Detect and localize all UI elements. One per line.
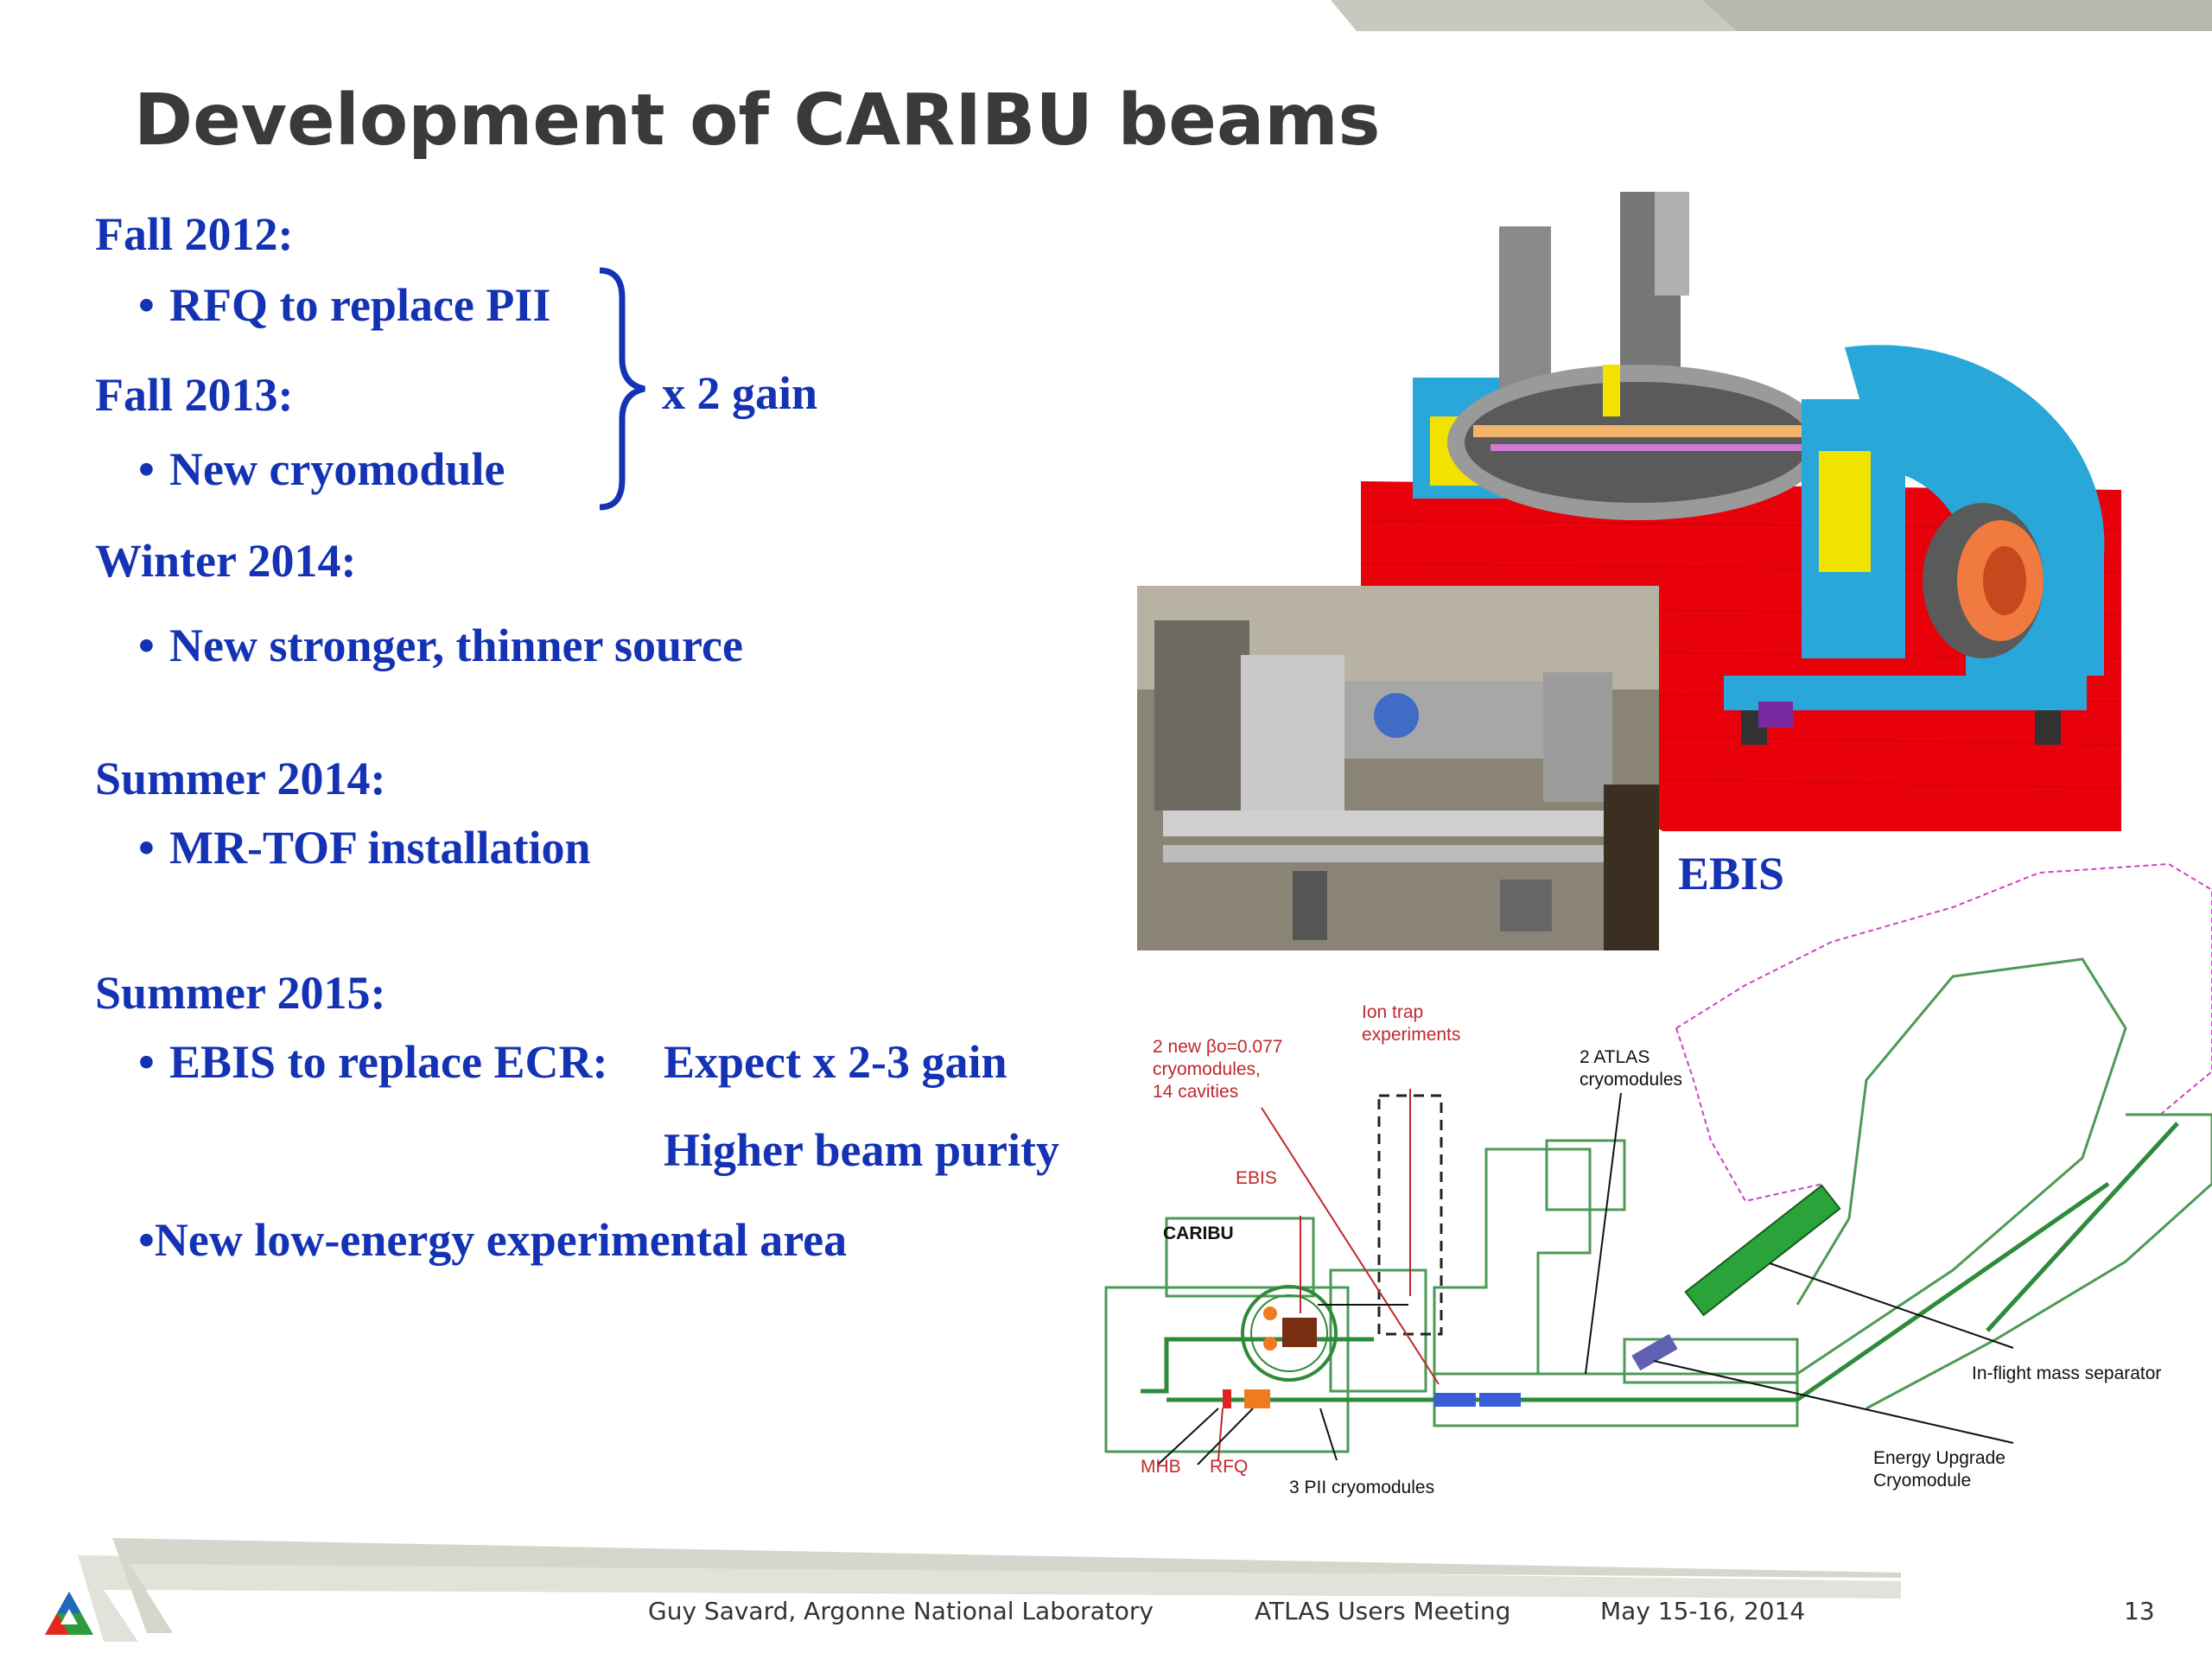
beam-purity: Higher beam purity [664, 1124, 1059, 1176]
footer-meeting: ATLAS Users Meeting [1255, 1597, 1511, 1625]
bullet-source-text: New stronger, thinner source [169, 620, 743, 671]
label-inflight: In-flight mass separator [1972, 1363, 2161, 1383]
label-two-new-1: 2 new βo=0.077 [1153, 1037, 1282, 1057]
curly-brace-icon [599, 267, 645, 511]
bullet-rfq: • RFQ to replace PII [138, 278, 550, 332]
bullet-cryomodule-text: New cryomodule [169, 443, 505, 495]
label-energy-upgrade-2: Cryomodule [1873, 1471, 1971, 1491]
heading-fall-2013: Fall 2013: [95, 369, 294, 421]
label-caribu: CARIBU [1163, 1224, 1234, 1243]
bullet-dot: • [138, 1036, 155, 1088]
atlas-floorplan-diagram: Ion trap experiments 2 new βo=0.077 cryo… [1104, 862, 2212, 1497]
bullet-rfq-text: RFQ to replace PII [169, 279, 551, 331]
footer-date: May 15-16, 2014 [1600, 1597, 1806, 1625]
slide-title: Development of CARIBU beams [134, 79, 1381, 162]
bullet-mrtof-text: MR-TOF installation [169, 822, 591, 874]
label-energy-upgrade-1: Energy Upgrade [1873, 1448, 2005, 1468]
bullet-dot: • [138, 620, 155, 671]
label-two-new-2: cryomodules, [1153, 1059, 1261, 1079]
ebis-cutaway-image [1361, 192, 2121, 831]
footer-swoosh [78, 1538, 1901, 1642]
argonne-logo-icon [45, 1592, 93, 1635]
bullet-ebis: • EBIS to replace ECR: [138, 1035, 608, 1089]
label-ion-trap-2: experiments [1362, 1025, 1460, 1045]
top-decorative-stripe [1331, 0, 2212, 31]
label-ion-trap-1: Ion trap [1362, 1002, 1423, 1022]
heading-winter-2014: Winter 2014: [95, 535, 357, 587]
bullet-ebis-text: EBIS to replace ECR: [169, 1036, 608, 1088]
lab-photo-image [1137, 586, 1659, 950]
label-two-new-3: 14 cavities [1153, 1082, 1238, 1102]
bullet-mrtof: • MR-TOF installation [138, 821, 591, 874]
heading-summer-2015: Summer 2015: [95, 967, 386, 1019]
label-pii: 3 PII cryomodules [1289, 1478, 1434, 1497]
bullet-cryomodule: • New cryomodule [138, 442, 505, 496]
bullet-experimental-area: •New low-energy experimental area [138, 1214, 848, 1266]
heading-summer-2014: Summer 2014: [95, 753, 386, 804]
page-number: 13 [2124, 1597, 2155, 1625]
label-rfq: RFQ [1210, 1457, 1248, 1477]
label-atlas-1: 2 ATLAS [1580, 1047, 1649, 1067]
label-mhb: MHB [1141, 1457, 1181, 1477]
bullet-dot: • [138, 279, 155, 331]
expect-gain: Expect x 2-3 gain [664, 1036, 1007, 1088]
gain-note: x 2 gain [662, 367, 818, 419]
bullet-source: • New stronger, thinner source [138, 619, 743, 672]
bullet-dot: • [138, 822, 155, 874]
ebis-caption: EBIS [1678, 848, 1785, 899]
label-atlas-2: cryomodules [1580, 1070, 1682, 1090]
bullet-dot: • [138, 443, 155, 495]
heading-fall-2012: Fall 2012: [95, 208, 294, 260]
label-ebis: EBIS [1236, 1168, 1277, 1188]
footer-author: Guy Savard, Argonne National Laboratory [648, 1597, 1154, 1625]
